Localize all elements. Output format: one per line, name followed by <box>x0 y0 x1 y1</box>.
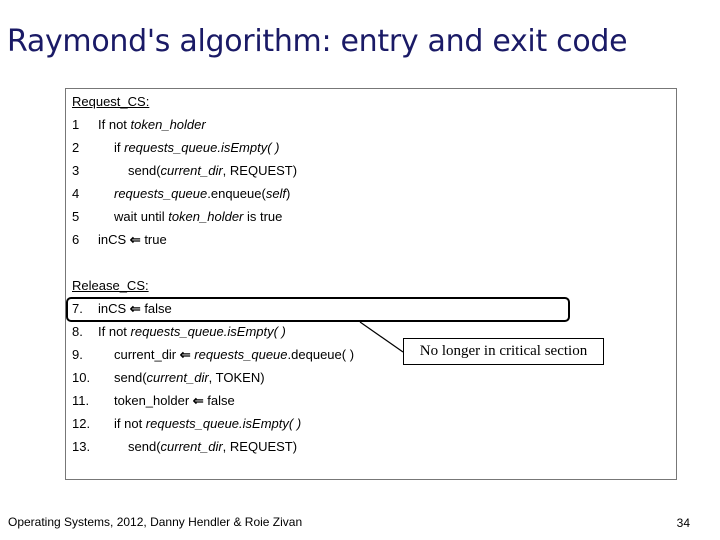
code-segment: .enqueue( <box>207 186 266 201</box>
request-cs-header-text: Request_CS: <box>72 94 150 109</box>
code-segment: requests_queue.isEmpty( ) <box>124 140 280 155</box>
line-number: 12. <box>72 416 91 431</box>
code-segment: token_holder <box>168 209 244 224</box>
code-segment: token_holder <box>130 117 206 132</box>
code-segment: send( <box>128 439 161 454</box>
code-segment: , REQUEST) <box>222 163 298 178</box>
left-arrow-icon: ⇐ <box>192 393 204 408</box>
line-code: token_holder ⇐ false <box>114 391 235 411</box>
code-segment: if <box>114 140 125 155</box>
callout-pointer-line <box>359 321 404 353</box>
line-code: wait until token_holder is true <box>114 207 282 227</box>
line-number: 8. <box>72 324 83 339</box>
line-code: requests_queue.enqueue(self) <box>114 184 290 204</box>
callout-box: No longer in critical section <box>403 338 604 365</box>
line-number: 10. <box>72 370 91 385</box>
slide-footer: Operating Systems, 2012, Danny Hendler &… <box>8 515 303 529</box>
code-segment: requests_queue.isEmpty( ) <box>130 324 286 339</box>
code-segment: If not <box>98 117 131 132</box>
code-segment: send( <box>114 370 147 385</box>
line-code: if requests_queue.isEmpty( ) <box>114 138 279 158</box>
line-number: 5 <box>72 209 80 224</box>
code-box <box>65 88 677 480</box>
request-cs-header: Request_CS: <box>72 92 149 112</box>
code-segment: inCS <box>98 232 130 247</box>
code-segment: requests_queue.isEmpty( ) <box>145 416 302 431</box>
code-segment: true <box>140 232 167 247</box>
line-number: 9. <box>72 347 83 362</box>
code-segment: .dequeue( ) <box>287 347 355 362</box>
code-segment: inCS <box>98 301 130 316</box>
code-segment: false <box>203 393 235 408</box>
line-number: 7. <box>72 301 83 316</box>
line-number: 13. <box>72 439 91 454</box>
left-arrow-icon: ⇐ <box>129 301 141 316</box>
code-segment: , REQUEST) <box>222 439 298 454</box>
line-code: if not requests_queue.isEmpty( ) <box>114 414 301 434</box>
line-number: 1 <box>72 117 80 132</box>
left-arrow-icon: ⇐ <box>179 347 191 362</box>
code-segment: , TOKEN) <box>208 370 265 385</box>
line-code: inCS ⇐ true <box>98 230 167 250</box>
code-segment: false <box>140 301 172 316</box>
code-segment: requests_queue <box>114 186 208 201</box>
code-segment: If not <box>98 324 131 339</box>
code-segment: is true <box>243 209 283 224</box>
line-code: send(current_dir, REQUEST) <box>128 161 297 181</box>
code-segment: ) <box>286 186 291 201</box>
line-number: 4 <box>72 186 80 201</box>
line-code: inCS ⇐ false <box>98 299 172 319</box>
line-number: 6 <box>72 232 80 247</box>
page-number: 34 <box>676 516 690 530</box>
line-number: 2 <box>72 140 80 155</box>
release-cs-header: Release_CS: <box>72 276 149 296</box>
code-segment: send( <box>128 163 161 178</box>
line-code: current_dir ⇐ requests_queue.dequeue( ) <box>114 345 354 365</box>
line-number: 3 <box>72 163 80 178</box>
code-segment: wait until <box>114 209 169 224</box>
line-code: send(current_dir, TOKEN) <box>114 368 265 388</box>
code-segment: requests_queue <box>194 347 288 362</box>
code-segment: current_dir <box>160 439 223 454</box>
code-segment: token_holder <box>114 393 193 408</box>
code-segment: self <box>265 186 287 201</box>
code-segment: current_dir <box>160 163 223 178</box>
code-segment: if not <box>114 416 146 431</box>
line-7-highlight <box>66 297 570 322</box>
line-code: send(current_dir, REQUEST) <box>128 437 297 457</box>
line-code: If not token_holder <box>98 115 206 135</box>
left-arrow-icon: ⇐ <box>129 232 141 247</box>
code-segment: current_dir <box>114 347 180 362</box>
code-segment: current_dir <box>146 370 209 385</box>
release-cs-header-text: Release_CS: <box>72 278 149 293</box>
line-number: 11. <box>72 393 90 408</box>
line-code: If not requests_queue.isEmpty( ) <box>98 322 286 342</box>
slide-title: Raymond's algorithm: entry and exit code <box>7 24 628 59</box>
